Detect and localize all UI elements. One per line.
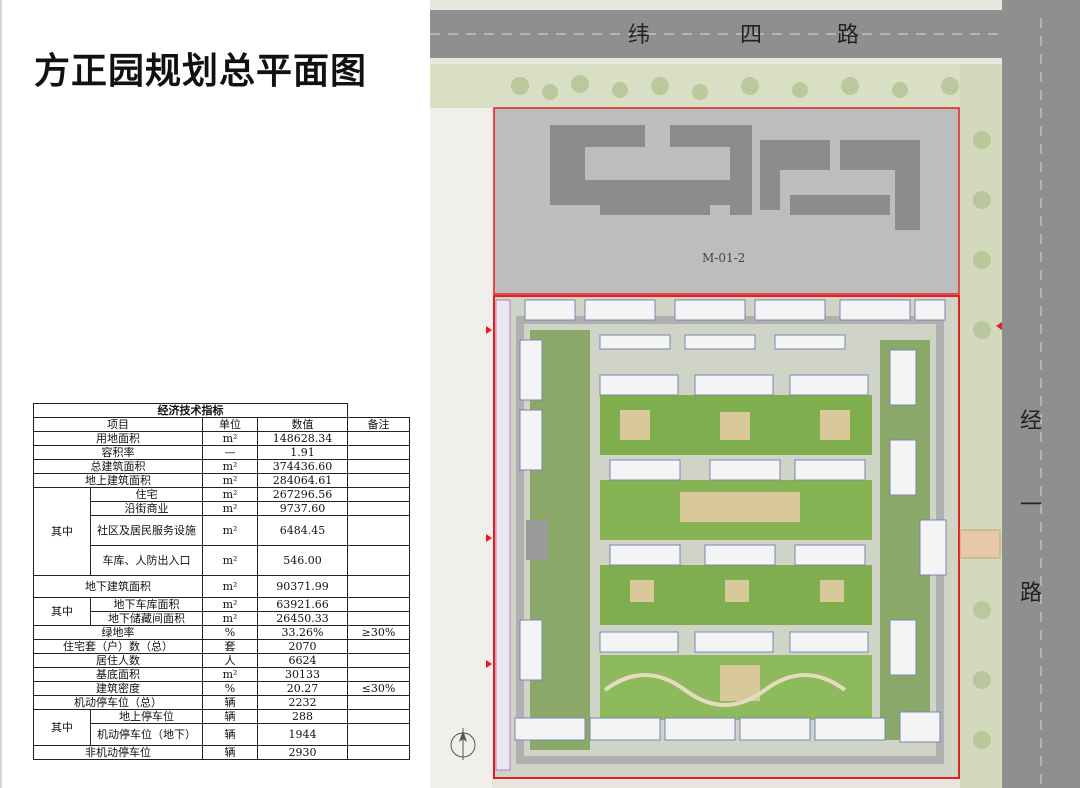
group-label: 其中: [33, 487, 91, 576]
north-arrow-icon: [450, 728, 476, 760]
parcel-label: M-01-2: [702, 251, 745, 265]
page-title: 方正园规划总平面图: [34, 51, 368, 92]
table-row: 容积率—1.91: [33, 445, 410, 460]
table-row: 建筑密度%20.27≤30%: [33, 681, 410, 696]
header-value: 数值: [257, 417, 348, 432]
table-caption: 经济技术指标: [33, 403, 348, 418]
top-road-char: 纬: [628, 23, 650, 48]
site-plan: 纬 四 路 经 一 路 M-01-2: [430, 0, 1080, 788]
header-unit: 单位: [202, 417, 258, 432]
right-road-char: 一: [1020, 493, 1042, 518]
page-edge: [0, 0, 2, 788]
right-road-char: 经: [1020, 409, 1042, 434]
header-item: 项目: [33, 417, 203, 432]
group-label: 其中: [33, 597, 91, 626]
group-label: 其中: [33, 709, 91, 746]
top-road-char: 四: [740, 23, 762, 48]
top-road-char: 路: [837, 23, 859, 48]
header-note: 备注: [347, 417, 410, 432]
right-road-char: 路: [1020, 581, 1042, 606]
table-row: 绿地率%33.26%≥30%: [33, 625, 410, 640]
